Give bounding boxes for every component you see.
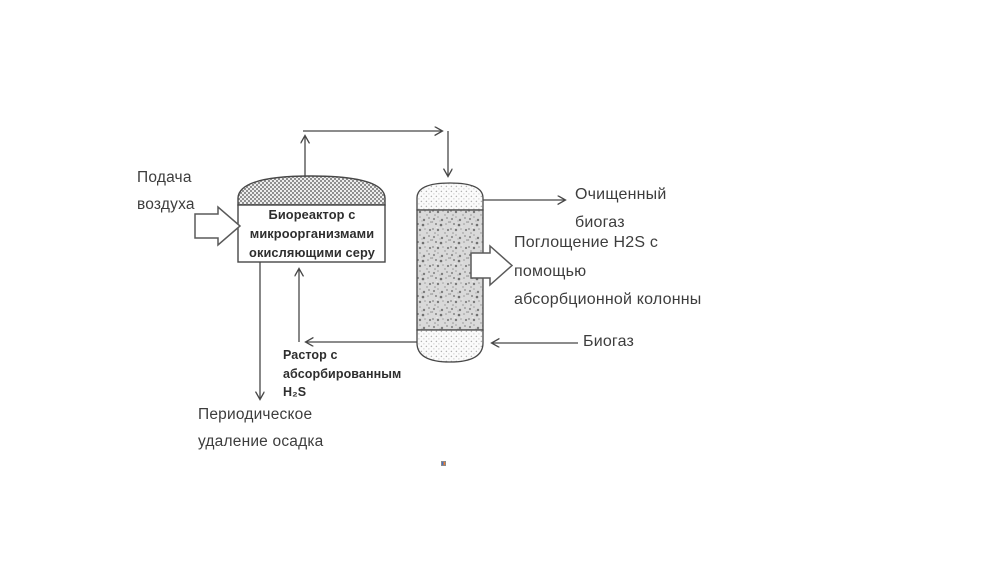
absorption-label: Поглощение H2S с помощью абсорбционной к… [514, 234, 702, 308]
biogas-feed-label: Биогаз [583, 333, 635, 350]
sludge-removal-label: Периодическое удаление осадка [198, 406, 324, 450]
bioreactor-body [237, 204, 386, 263]
air-block-arrow [194, 205, 242, 247]
solution-return-line [299, 269, 417, 342]
bioreactor-dome [237, 175, 386, 206]
air-supply-label: Подача воздуха [137, 169, 195, 213]
bioreactor-vessel [237, 175, 386, 263]
bioreactor-label: Биореактор с микроорганизмами окисляющим… [249, 206, 375, 260]
absorb-block-arrow [470, 244, 514, 287]
embedded-object-marker [441, 461, 446, 466]
column-top-dome [416, 182, 484, 211]
solution-label: Растор с абсорбированным H₂S [283, 348, 402, 399]
clean-biogas-label: Очищенный биогаз [575, 186, 667, 231]
column-bottom-dome [416, 329, 484, 363]
gas-recycle-line [303, 131, 448, 176]
